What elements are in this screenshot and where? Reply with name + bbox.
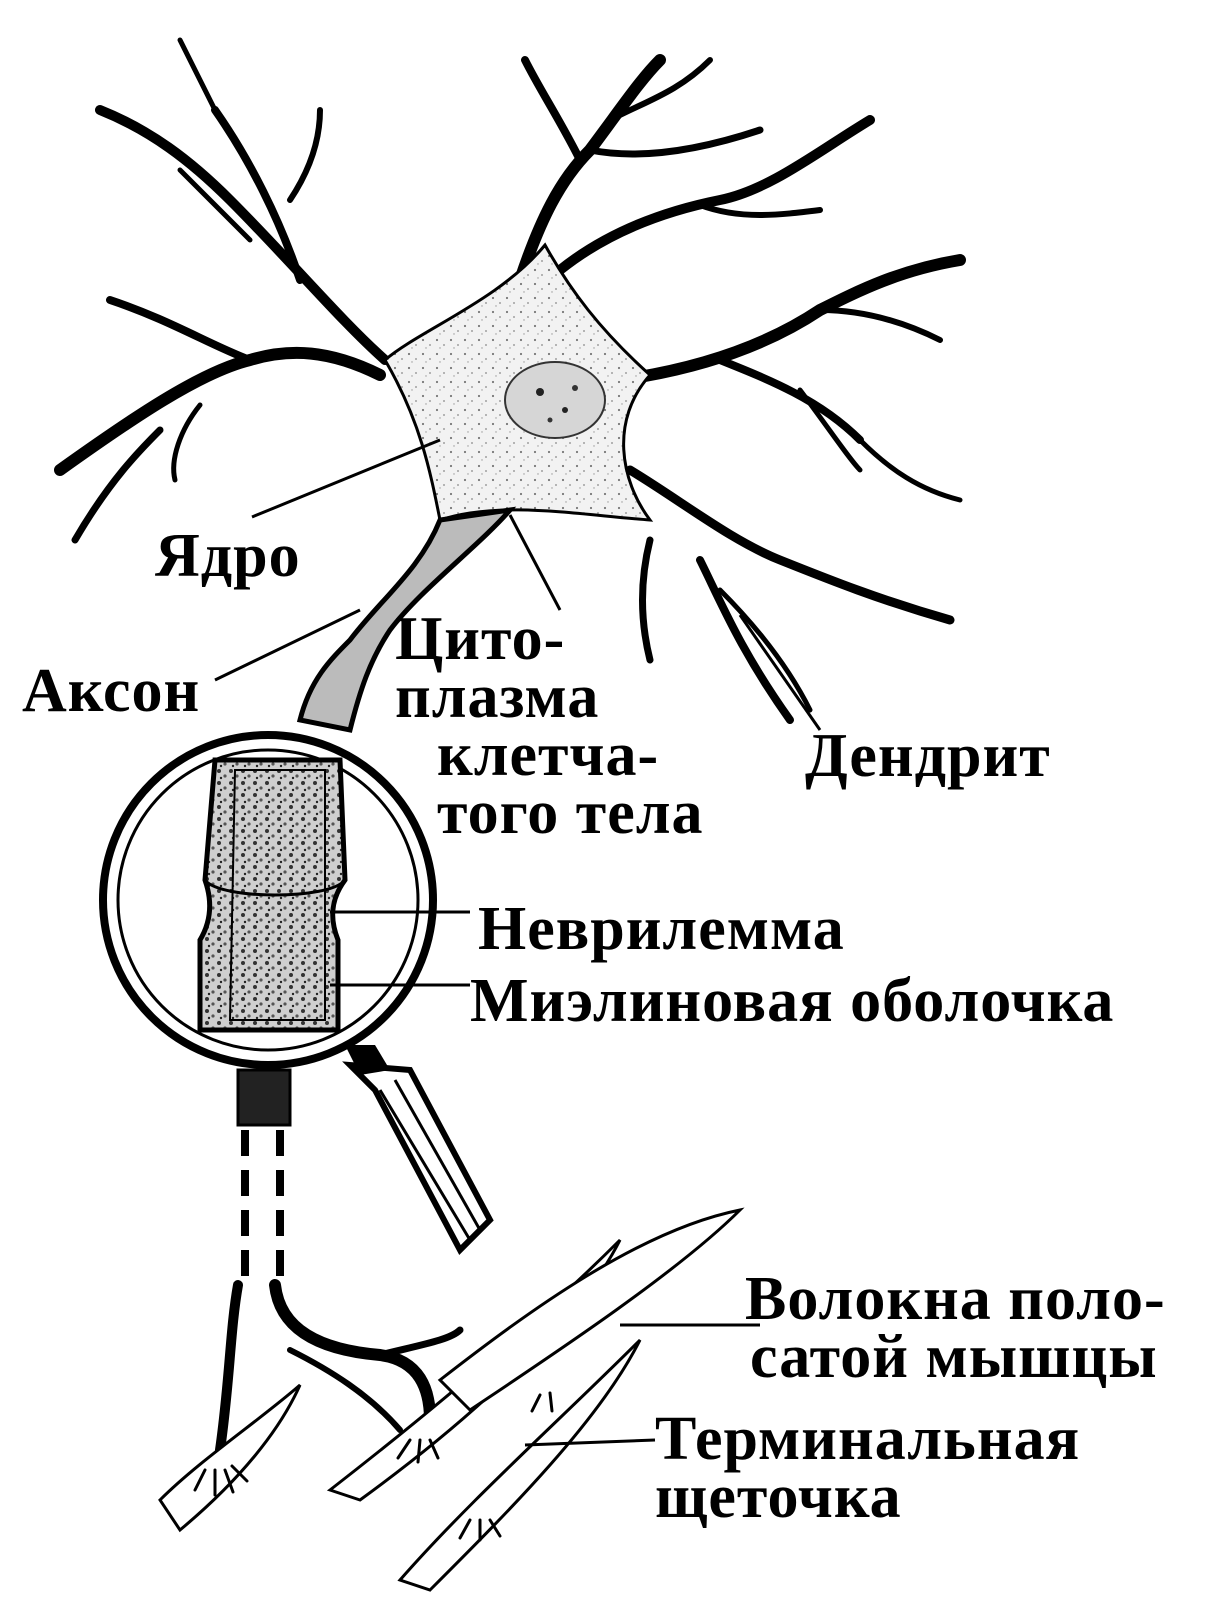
label-terminal-brush-line-2: щеточка [655,1463,902,1531]
label-myelin: Миэлиновая оболочка [470,967,1115,1035]
label-cytoplasm-line-1: Цито- [395,605,566,673]
dendrites [54,37,966,724]
label-muscle-fibers-line-1: Волокна поло- [745,1265,1166,1333]
label-terminal-brush-line-1: Терминальная [655,1405,1081,1473]
label-nucleus: Ядро [155,522,301,590]
lower-axon [236,1068,292,1280]
terminal-brushes [193,1391,554,1542]
axon-hillock [296,506,517,733]
label-cytoplasm-line-4: того тела [437,779,704,847]
label-cytoplasm-line-3: клетча- [437,721,660,789]
label-dendrite: Дендрит [805,722,1051,790]
label-cytoplasm-line-2: плазма [395,663,600,731]
nucleus [504,361,606,439]
label-neurilemma: Неврилемма [478,895,845,963]
label-muscle-fibers-line-2: сатой мышцы [750,1323,1158,1391]
label-muscle-fibers: Волокна поло- сатой мышцы [745,1265,1166,1391]
muscle-fibers [158,1207,745,1592]
label-cytoplasm: Цито- плазма клетча- того тела [395,605,704,847]
magnifier [99,731,494,1255]
label-axon: Аксон [22,657,201,725]
leader-lines [214,438,822,1447]
label-terminal-brush: Терминальная щеточка [655,1405,1081,1531]
terminal-branches [215,1279,464,1455]
